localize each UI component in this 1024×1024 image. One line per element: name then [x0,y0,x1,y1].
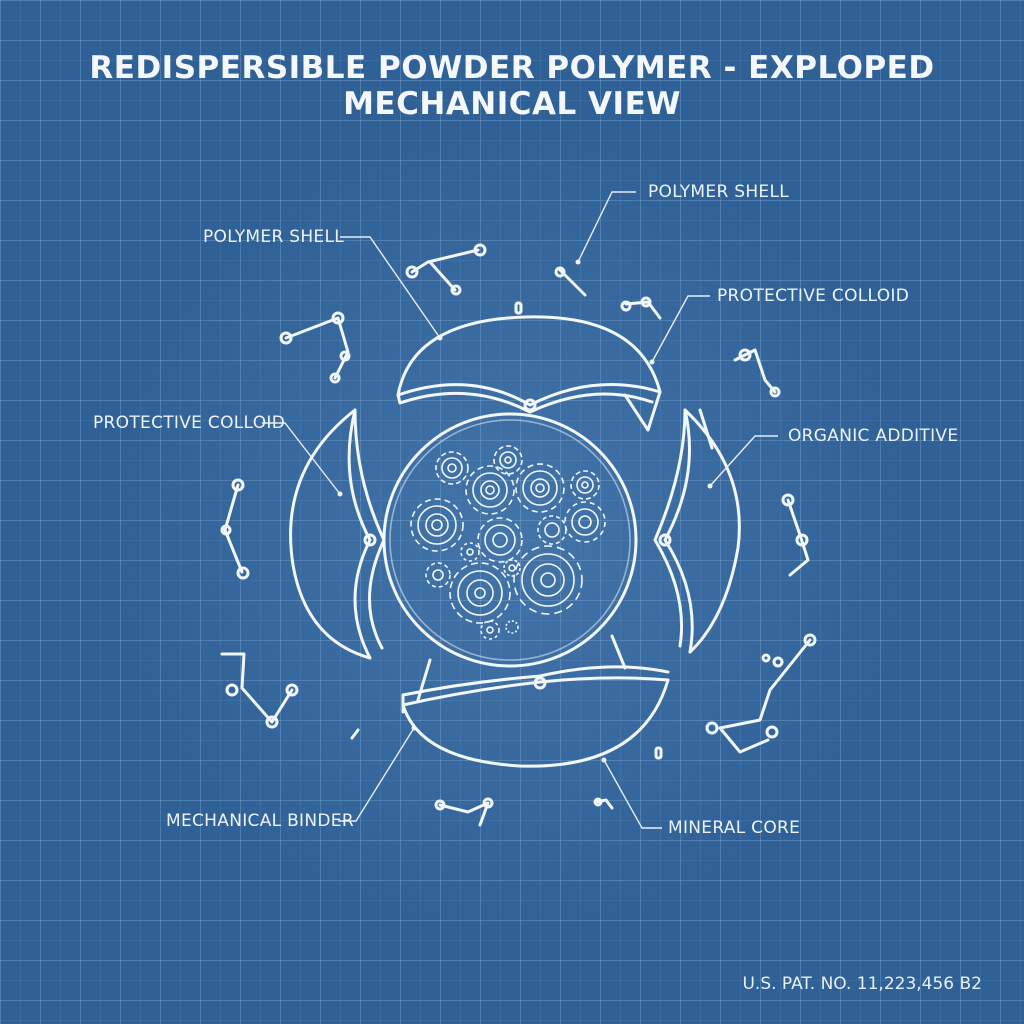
linkage-6 [781,493,810,577]
label-protective-colloid-left: PROTECTIVE COLLOID [93,413,286,433]
label-polymer-shell-right: POLYMER SHELL [648,182,790,202]
linkage-5 [733,348,781,398]
right-polymer-shell [653,408,741,654]
linkage-8 [620,296,662,320]
linkage-1 [405,243,487,296]
label-mechanical-binder: MECHANICAL BINDER [166,811,354,831]
leader-polymer-shell-left [340,236,441,339]
leader-mineral-core [603,759,662,829]
small-bits [350,301,771,760]
linkage-9 [554,266,587,297]
linkage-11 [593,797,614,810]
leader-protective-colloid-right [651,295,710,363]
linkage-3 [220,478,250,580]
linkage-2 [279,311,351,384]
diagram-title: REDISPERSIBLE POWDER POLYMER - EXPLOPED … [89,50,935,122]
leader-mechanical-binder [338,727,415,822]
leader-lines [262,191,778,829]
leader-protective-colloid-left [262,422,341,495]
bottom-polymer-shell [401,634,670,768]
linkage-fragments [220,243,817,827]
gear-cluster [410,445,606,640]
patent-number: U.S. PAT. NO. 11,223,456 B2 [742,974,982,994]
label-mineral-core: MINERAL CORE [668,818,801,838]
left-polymer-shell [289,408,386,660]
label-organic-additive: ORGANIC ADDITIVE [788,426,959,446]
top-polymer-shell [396,315,662,432]
label-polymer-shell-left: POLYMER SHELL [203,227,345,247]
linkage-10 [434,797,494,827]
linkage-7 [705,633,817,754]
leader-organic-additive [709,435,778,487]
leader-polymer-shell-right [577,191,636,263]
linkage-4 [220,652,299,729]
label-protective-colloid-right: PROTECTIVE COLLOID [717,286,910,306]
